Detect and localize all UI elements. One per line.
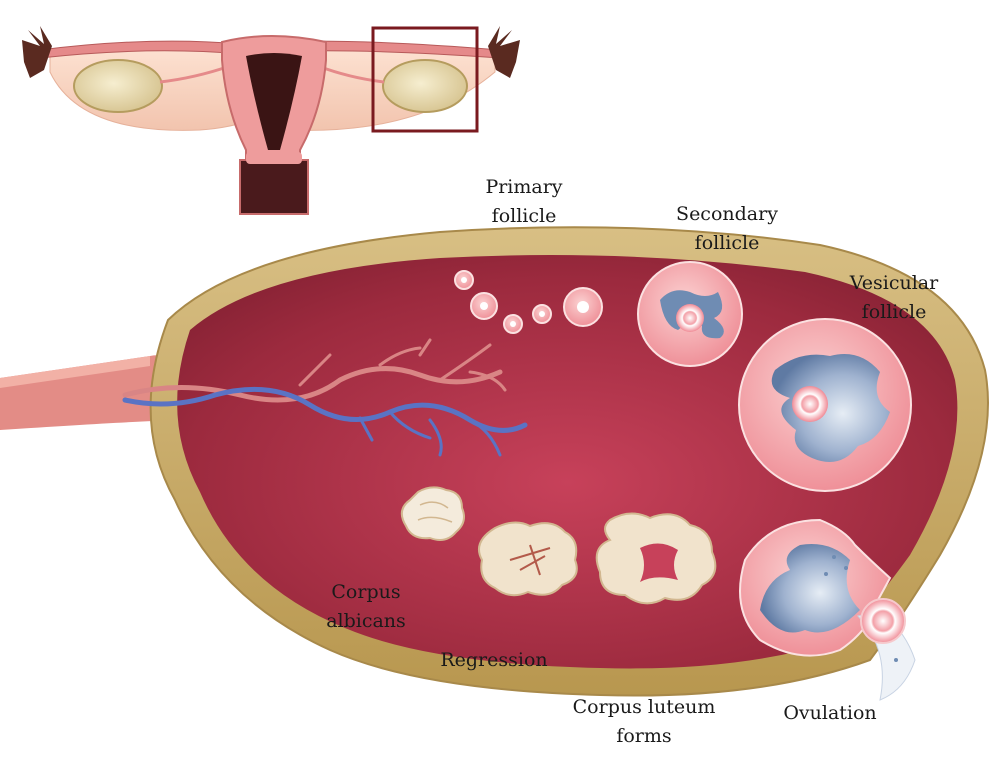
- vagina: [239, 159, 309, 215]
- corpus-luteum: [595, 512, 717, 605]
- corpus-albicans: [400, 486, 465, 541]
- highlight-box: [371, 26, 479, 133]
- label-corpus-albicans: Corpus albicans: [326, 581, 406, 632]
- uterine-cavity: [246, 53, 302, 150]
- fimbriae-left: [22, 26, 52, 78]
- ovulating-follicle: [739, 518, 916, 701]
- vesicular-follicle: [738, 318, 912, 492]
- released-oocyte: [860, 598, 906, 644]
- fimbriae-right: [488, 26, 520, 78]
- primary-follicles: [454, 270, 603, 334]
- ovary-right-small: [382, 59, 468, 113]
- label-corpus-luteum-forms: Corpus luteum forms: [572, 696, 716, 747]
- blood-vessels: [122, 338, 528, 457]
- regressing-corpus: [478, 521, 578, 597]
- secondary-follicle: [637, 261, 743, 367]
- ovary-left-small: [73, 59, 163, 113]
- label-vesicular-follicle: Vesicular follicle: [849, 272, 939, 323]
- uterus-overview: [22, 26, 520, 215]
- label-ovulation: Ovulation: [783, 702, 877, 724]
- label-primary-follicle: Primary follicle: [485, 176, 563, 227]
- cervix: [246, 152, 302, 164]
- ovary-cross-section: [0, 226, 989, 701]
- label-secondary-follicle: Secondary follicle: [676, 203, 778, 254]
- label-regression: Regression: [440, 649, 548, 671]
